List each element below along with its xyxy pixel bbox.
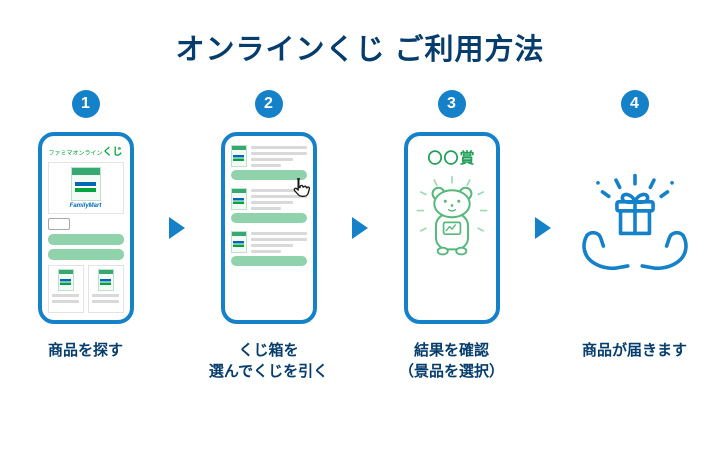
step-1-column: 1 ファミマオンラインくじ FamilyMart xyxy=(11,90,161,382)
shopping-bag-icon xyxy=(70,167,101,201)
cta-bar xyxy=(47,234,124,245)
hand-cursor-icon xyxy=(293,178,310,197)
shopping-bag-icon xyxy=(97,269,114,291)
phone-mockup-step-3: 〇〇賞 xyxy=(403,132,500,324)
step-4-column: 4 xyxy=(560,90,710,382)
thumbnail-bag-icon xyxy=(230,145,247,167)
step-3-column: 3 〇〇賞 xyxy=(377,90,527,382)
product-card xyxy=(47,265,84,313)
cta-bar xyxy=(47,249,124,260)
brand-name: FamilyMart xyxy=(69,203,102,209)
page-title: オンラインくじ ご利用方法 xyxy=(175,34,545,66)
phone-mockup-step-2 xyxy=(220,132,317,324)
draw-button-bar xyxy=(230,213,307,223)
text-line-placeholders xyxy=(250,145,307,167)
arrow-right-icon xyxy=(535,217,551,239)
arrow-column xyxy=(527,90,560,382)
arrow-column xyxy=(161,90,194,382)
arrow-right-icon xyxy=(169,217,185,239)
thumbnail-bag-icon xyxy=(230,188,247,210)
prize-label: 〇〇賞 xyxy=(427,150,476,167)
phone-mockup-step-1: ファミマオンラインくじ FamilyMart xyxy=(37,132,134,324)
arrow-column xyxy=(344,90,377,382)
draw-button-bar xyxy=(230,170,307,180)
product-card xyxy=(87,265,124,313)
text-line-placeholders xyxy=(250,188,307,210)
thumbnail-bag-icon xyxy=(230,231,247,253)
shopping-bag-icon xyxy=(57,269,74,291)
step-1-label: 商品を探す xyxy=(47,342,123,359)
product-card-row xyxy=(47,265,124,313)
draw-button-bar xyxy=(230,256,307,266)
lottery-list-item xyxy=(230,145,307,167)
lottery-list-item xyxy=(230,231,307,253)
step-2-number-badge: 2 xyxy=(254,90,283,118)
step-4-number-badge: 4 xyxy=(620,90,649,118)
bear-mascot-illustration xyxy=(416,175,487,256)
placeholder-box xyxy=(47,218,70,230)
step-4-label: 商品が届きます xyxy=(581,342,687,359)
step-3-label: 結果を確認（景品を選択） xyxy=(398,342,504,380)
gift-in-hands-icon xyxy=(581,173,688,271)
step-2-label: くじ箱を選んでくじを引く xyxy=(208,342,329,380)
app-logo-text: ファミマオンラインくじ xyxy=(48,147,123,158)
product-hero-image: FamilyMart xyxy=(47,162,124,214)
step-2-column: 2 xyxy=(194,90,344,382)
steps-row: 1 ファミマオンラインくじ FamilyMart xyxy=(0,90,720,382)
lottery-list-item xyxy=(230,188,307,210)
text-line-placeholders xyxy=(250,231,307,253)
arrow-right-icon xyxy=(352,217,368,239)
step-3-number-badge: 3 xyxy=(437,90,466,118)
step-1-number-badge: 1 xyxy=(71,90,100,118)
